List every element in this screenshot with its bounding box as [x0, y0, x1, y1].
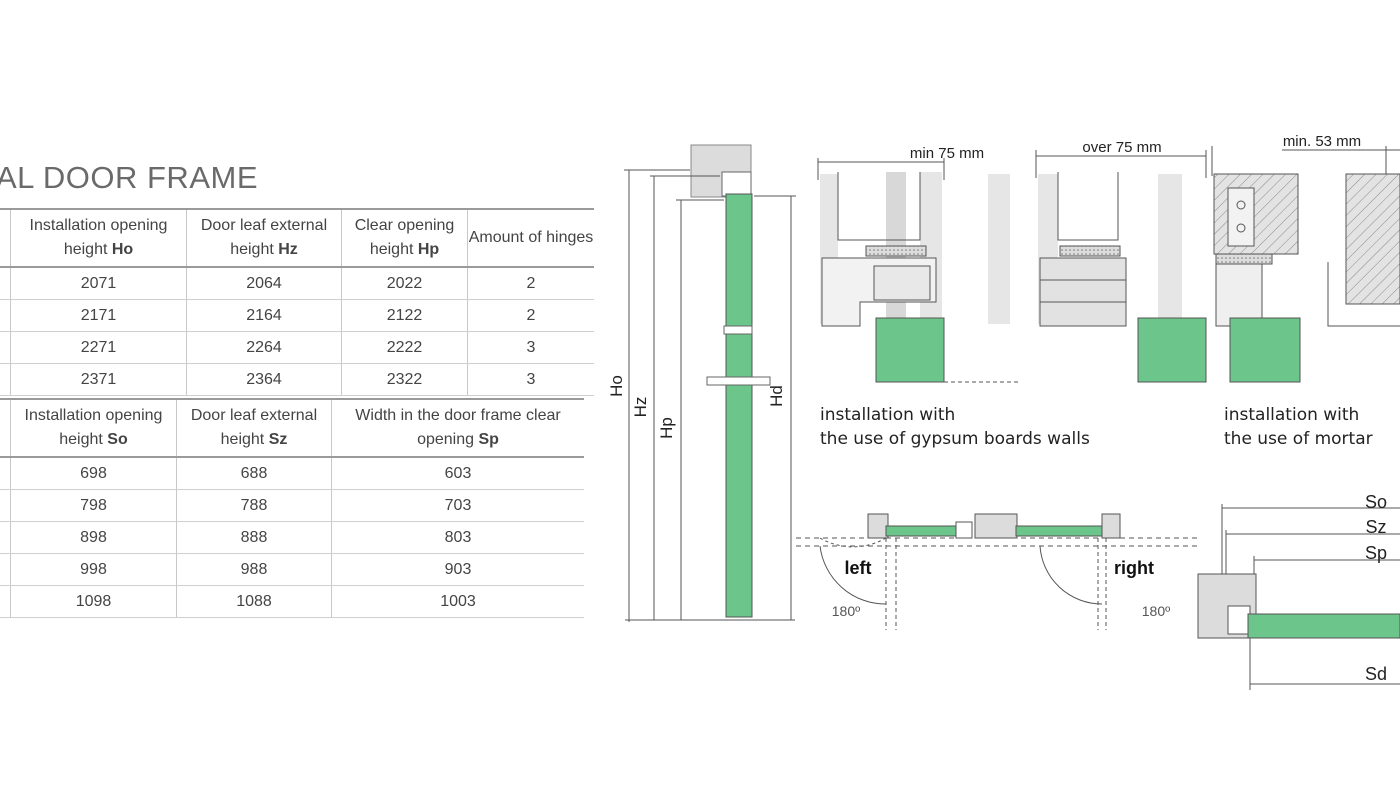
dim-min-53: min. 53 mm — [1283, 133, 1361, 150]
header-hinges: Amount of hinges — [467, 209, 594, 268]
plan-drawing — [1197, 504, 1400, 690]
header-so: Installation opening height So — [10, 399, 177, 458]
section-gypsum-min — [817, 158, 1018, 383]
swing-right-label: right — [1114, 558, 1154, 578]
swing-diagram — [796, 513, 1198, 630]
label-so: So — [1365, 492, 1387, 512]
door-leaf-elevation — [725, 193, 753, 618]
header-hp: Clear opening height Hp — [341, 209, 468, 268]
header-sz: Door leaf external height Sz — [176, 399, 332, 458]
elevation-drawing — [624, 144, 796, 622]
table-stub — [0, 209, 11, 268]
header-hz: Door leaf external height Hz — [186, 209, 342, 268]
header-sp: Width in the door frame clear opening Sp — [331, 399, 584, 458]
caption-mortar: installation with the use of mortar — [1224, 405, 1373, 449]
label-sp: Sp — [1365, 543, 1387, 563]
swing-right-angle: 180º — [1142, 603, 1170, 619]
swing-left-label: left — [845, 558, 872, 578]
section-gypsum-over — [1035, 150, 1207, 383]
section-mortar — [1211, 146, 1400, 383]
height-table: Installation opening height Ho Door leaf… — [0, 208, 594, 396]
width-table: Installation opening height So Door leaf… — [0, 398, 584, 618]
label-hp: Hp — [657, 417, 676, 439]
label-hz: Hz — [631, 397, 650, 418]
label-sz: Sz — [1365, 517, 1386, 537]
label-hd: Hd — [767, 385, 786, 407]
caption-gypsum: installation with the use of gypsum boar… — [820, 405, 1090, 449]
dim-min-75: min 75 mm — [910, 145, 984, 162]
label-sd: Sd — [1365, 664, 1387, 684]
dim-over-75: over 75 mm — [1082, 139, 1161, 156]
table-stub — [0, 399, 11, 458]
label-ho: Ho — [607, 375, 626, 397]
swing-left-angle: 180º — [832, 603, 860, 619]
header-ho: Installation opening height Ho — [10, 209, 187, 268]
page-title: AL DOOR FRAME — [0, 160, 258, 195]
